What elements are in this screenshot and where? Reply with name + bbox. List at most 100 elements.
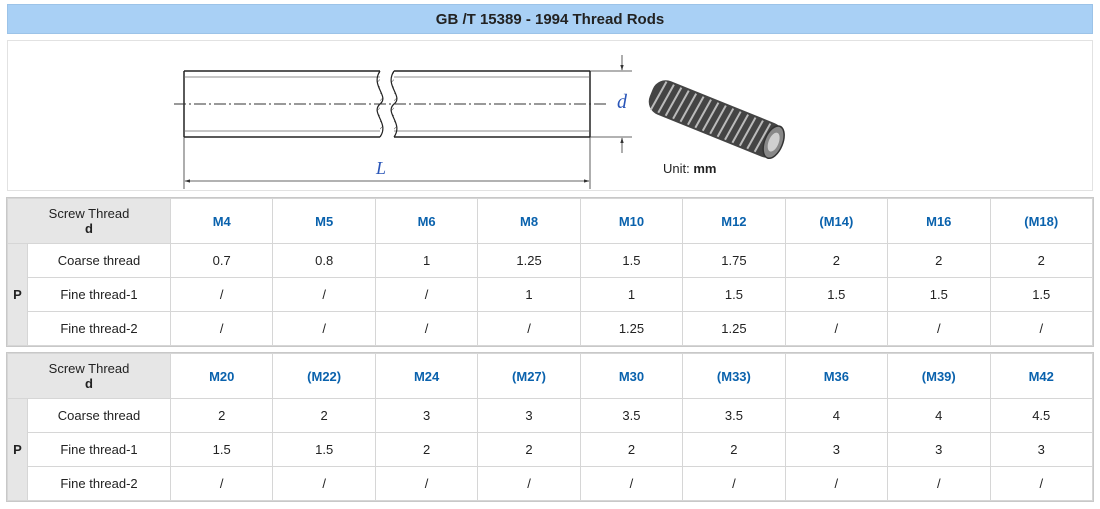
table-cell: 0.7 bbox=[169, 243, 274, 278]
table-row: Fine thread-1 1.5 1.5 2 2 2 2 3 3 3 bbox=[8, 432, 1093, 467]
size-cell: M20 bbox=[169, 353, 274, 399]
d-label: d bbox=[85, 376, 93, 391]
table-cell: / bbox=[477, 311, 581, 346]
table-cell: / bbox=[169, 277, 274, 312]
table-cell: / bbox=[579, 466, 684, 501]
size-cell: M8 bbox=[477, 198, 581, 244]
table-cell: 2 bbox=[579, 432, 684, 467]
table-cell: / bbox=[477, 466, 581, 501]
table-cell: 1.5 bbox=[887, 277, 991, 312]
table-row: P Coarse thread 0.7 0.8 1 1.25 1.5 1.75 … bbox=[7, 243, 1093, 346]
table-cell: 1.5 bbox=[989, 277, 1093, 312]
unit-value: mm bbox=[693, 161, 717, 176]
pitch-label: P bbox=[7, 243, 28, 346]
table-cell: / bbox=[272, 311, 376, 346]
table-cell: 1.25 bbox=[477, 243, 581, 278]
unit-caption: Unit: bbox=[663, 161, 690, 176]
size-cell: (M33) bbox=[682, 353, 786, 399]
row-label-fine2: Fine thread-2 bbox=[27, 466, 171, 501]
table-cell: 2 bbox=[374, 432, 479, 467]
table-cell: 1.5 bbox=[784, 277, 889, 312]
size-cell: (M14) bbox=[784, 198, 889, 244]
table-cell: / bbox=[169, 311, 274, 346]
label-d: d bbox=[617, 91, 627, 113]
rod-figure: L d Unit: mm bbox=[7, 40, 1093, 191]
table-cell: 3 bbox=[784, 432, 889, 467]
size-cell: M4 bbox=[169, 198, 274, 244]
table-cell: / bbox=[784, 466, 889, 501]
title-text: GB /T 15389 - 1994 Thread Rods bbox=[435, 10, 665, 28]
table-cell: 4 bbox=[784, 398, 889, 433]
table-cell: / bbox=[272, 466, 376, 501]
table-cell: 2 bbox=[989, 243, 1093, 278]
screw-thread-header: Screw Thread d bbox=[7, 198, 171, 244]
unit-label: Unit: mm bbox=[663, 161, 716, 176]
table-cell: 1.5 bbox=[682, 277, 786, 312]
size-cell: M12 bbox=[682, 198, 786, 244]
table-cell: 4.5 bbox=[989, 398, 1093, 433]
size-cell: M5 bbox=[272, 198, 376, 244]
spec-table-1: Screw Thread d M4 M5 M6 M8 M10 M12 (M14)… bbox=[7, 198, 1093, 346]
table-cell: 2 bbox=[169, 398, 274, 433]
d-label: d bbox=[85, 221, 93, 236]
table-cell: 3.5 bbox=[682, 398, 786, 433]
table-cell: 2 bbox=[887, 243, 991, 278]
threaded-rod-3d-icon bbox=[648, 80, 785, 160]
size-cell: (M22) bbox=[272, 353, 376, 399]
table-cell: / bbox=[374, 311, 479, 346]
table-cell: 2 bbox=[784, 243, 889, 278]
size-cell: M36 bbox=[784, 353, 889, 399]
size-cell: M16 bbox=[887, 198, 991, 244]
table-cell: 3 bbox=[887, 432, 991, 467]
size-cell: M24 bbox=[374, 353, 479, 399]
table-cell: / bbox=[989, 466, 1093, 501]
table-cell: 0.8 bbox=[272, 243, 376, 278]
label-L: L bbox=[376, 158, 387, 178]
size-cell: M30 bbox=[579, 353, 684, 399]
size-cell: M10 bbox=[579, 198, 684, 244]
table-cell: 1.25 bbox=[682, 311, 786, 346]
table-cell: 1.25 bbox=[579, 311, 684, 346]
table-cell: / bbox=[682, 466, 786, 501]
screw-thread-label: Screw Thread bbox=[48, 361, 130, 376]
table-row: P Coarse thread 2 2 3 3 3.5 3.5 4 4 4.5 bbox=[7, 398, 1093, 501]
page-title: GB /T 15389 - 1994 Thread Rods bbox=[7, 4, 1093, 34]
thread-rod-drawing bbox=[174, 55, 785, 189]
pitch-label: P bbox=[7, 398, 28, 501]
table-cell: 3 bbox=[374, 398, 479, 433]
table-cell: 3 bbox=[477, 398, 581, 433]
table-cell: 2 bbox=[682, 432, 786, 467]
screw-thread-header: Screw Thread d bbox=[7, 353, 171, 399]
table-cell: / bbox=[784, 311, 889, 346]
table-row: Fine thread-2 / / / / 1.25 1.25 / / / bbox=[8, 311, 1093, 346]
table-cell: / bbox=[989, 311, 1093, 346]
table-cell: 1 bbox=[477, 277, 581, 312]
size-cell: (M39) bbox=[887, 353, 991, 399]
size-cell: M6 bbox=[374, 198, 479, 244]
table-cell: 1 bbox=[374, 243, 479, 278]
table-cell: 1.5 bbox=[272, 432, 376, 467]
table-cell: 4 bbox=[887, 398, 991, 433]
table-row: Fine thread-2 / / / / / / / / / bbox=[8, 466, 1093, 501]
row-label-fine1: Fine thread-1 bbox=[27, 277, 171, 312]
size-cell: M42 bbox=[989, 353, 1093, 399]
row-label-fine2: Fine thread-2 bbox=[27, 311, 171, 346]
table-cell: / bbox=[887, 466, 991, 501]
table-cell: / bbox=[374, 277, 479, 312]
screw-thread-label: Screw Thread bbox=[48, 206, 130, 221]
row-label-coarse: Coarse thread bbox=[27, 398, 171, 433]
table-cell: 2 bbox=[272, 398, 376, 433]
table-cell: 1.5 bbox=[169, 432, 274, 467]
table-cell: / bbox=[272, 277, 376, 312]
header-row: Screw Thread d M20 (M22) M24 (M27) M30 (… bbox=[7, 353, 1093, 399]
table-cell: / bbox=[374, 466, 479, 501]
table-cell: 1.5 bbox=[579, 243, 684, 278]
table-cell: 2 bbox=[477, 432, 581, 467]
row-label-fine1: Fine thread-1 bbox=[27, 432, 171, 467]
size-cell: (M18) bbox=[989, 198, 1093, 244]
table-row: Fine thread-1 / / / 1 1 1.5 1.5 1.5 1.5 bbox=[8, 277, 1093, 312]
size-cell: (M27) bbox=[477, 353, 581, 399]
table-cell: 3 bbox=[989, 432, 1093, 467]
table-cell: 1.75 bbox=[682, 243, 786, 278]
table-cell: 1 bbox=[579, 277, 684, 312]
